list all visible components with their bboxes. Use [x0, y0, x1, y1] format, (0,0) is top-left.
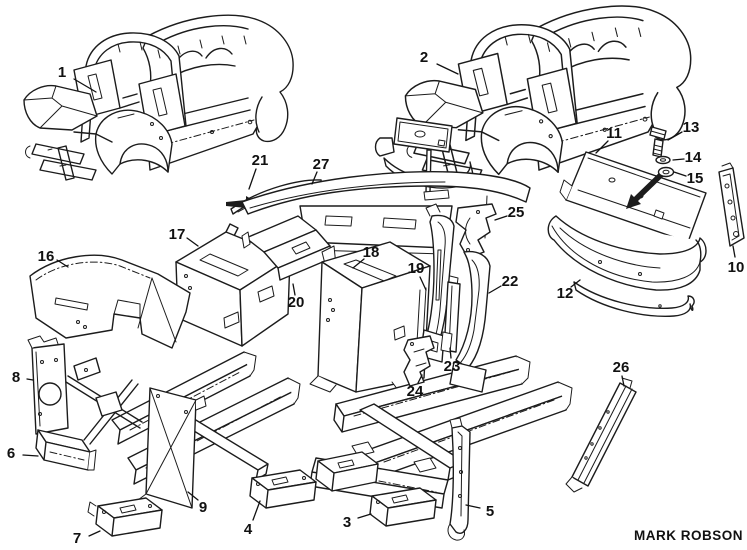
leader-line-27	[311, 171, 318, 185]
splash-panel-16-drawing	[29, 254, 191, 349]
a-post-outer-22-drawing	[449, 250, 491, 393]
fit-direction-arrow-rear-deck-icon	[626, 168, 668, 209]
part-number-18: 18	[363, 244, 380, 261]
bulkhead-panel-8-drawing	[27, 335, 69, 435]
leader-line-8	[26, 378, 34, 381]
leader-line-25	[494, 215, 508, 221]
rear-shroud-shell-drawing	[547, 215, 707, 291]
leader-line-16	[56, 259, 69, 268]
part-number-25: 25	[508, 204, 525, 221]
leader-line-13	[667, 131, 683, 141]
mount-block-mid-drawing	[315, 451, 379, 492]
part-number-24: 24	[407, 383, 424, 400]
cowl-top-panel-drawing	[241, 171, 531, 255]
leader-line-11	[595, 140, 609, 154]
part-number-12: 12	[557, 285, 574, 302]
washer-14-drawing	[655, 155, 671, 165]
part-number-10: 10	[728, 259, 745, 276]
pillar-strip-23-drawing	[440, 275, 461, 353]
sill-channel-26-drawing	[565, 377, 637, 493]
part-number-26: 26	[613, 359, 630, 376]
leader-line-10	[732, 245, 736, 258]
part-number-14: 14	[685, 149, 702, 166]
leader-line-12	[570, 279, 581, 288]
bracket-25-drawing	[455, 203, 497, 259]
part-number-17: 17	[169, 226, 186, 243]
part-number-27: 27	[313, 156, 330, 173]
leader-line-24	[417, 374, 423, 384]
leader-line-6	[22, 454, 39, 457]
part-number-15: 15	[687, 170, 704, 187]
leader-line-7	[88, 530, 101, 537]
part-number-1: 1	[58, 64, 66, 81]
part-number-21: 21	[252, 152, 269, 169]
part-number-7: 7	[73, 530, 81, 547]
part-number-4: 4	[244, 521, 253, 538]
part-number-13: 13	[683, 119, 700, 136]
grommet-15-drawing	[657, 166, 675, 178]
leader-line-14	[672, 158, 685, 161]
part-number-16: 16	[38, 248, 55, 265]
mount-block-3-drawing	[369, 487, 437, 527]
leader-line-1	[73, 78, 97, 93]
part-number-20: 20	[288, 294, 305, 311]
part-number-23: 23	[444, 358, 461, 375]
part-number-5: 5	[486, 503, 494, 520]
lower-shroud-strip-12-drawing	[573, 281, 695, 317]
part-number-8: 8	[12, 369, 20, 386]
bolt-13-drawing	[649, 126, 667, 158]
left-chassis-rails-drawing	[111, 351, 301, 485]
part-number-11: 11	[606, 125, 622, 142]
part-number-19: 19	[408, 260, 425, 277]
leader-line-9	[187, 491, 199, 501]
leader-line-20	[292, 283, 296, 296]
leader-line-21	[248, 168, 257, 190]
hook-bracket-5-drawing	[447, 417, 471, 541]
leader-line-17	[186, 237, 199, 247]
body-tub-2-drawing	[404, 5, 692, 182]
mount-block-4-drawing	[249, 469, 317, 509]
leader-line-15	[673, 171, 687, 177]
leader-line-18	[352, 258, 365, 269]
mount-block-7-drawing	[87, 497, 163, 537]
leader-line-5	[465, 504, 481, 509]
leader-line-19	[419, 276, 427, 291]
leader-line-2	[436, 63, 459, 75]
part-number-22: 22	[502, 273, 519, 290]
front-rail-6-drawing	[35, 429, 97, 471]
part-number-2: 2	[420, 49, 428, 66]
latch-bracket-24-drawing	[403, 335, 435, 387]
leader-line-23	[449, 347, 452, 359]
artist-signature: MARK ROBSON	[634, 528, 743, 543]
engine-mount-braces-drawing	[65, 357, 143, 445]
labels-layer: 1234567891011121314151617181920212223242…	[7, 49, 745, 547]
stiffener-plate-10-drawing	[718, 162, 745, 247]
part-number-9: 9	[199, 499, 207, 516]
leader-line-3	[357, 513, 372, 519]
leader-line-22	[488, 285, 502, 294]
part-number-6: 6	[7, 445, 15, 462]
part-number-3: 3	[343, 514, 351, 531]
leader-line-26	[621, 375, 625, 387]
leader-line-4	[252, 500, 261, 521]
